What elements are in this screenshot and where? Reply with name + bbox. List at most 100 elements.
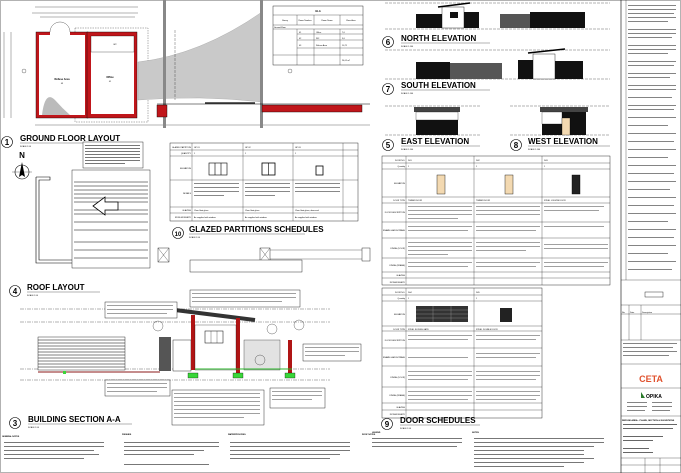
- svg-text:REFUSE AREA - PLANS, SECTION &: REFUSE AREA - PLANS, SECTION & ELEVATION…: [622, 419, 675, 422]
- svg-text:Clear float glass: Clear float glass: [194, 209, 208, 212]
- door-elevation-d01: [436, 174, 446, 195]
- svg-text:TIMBER DOOR: TIMBER DOOR: [476, 200, 491, 202]
- svg-text:DOOR DESCRIPTION: DOOR DESCRIPTION: [385, 212, 406, 214]
- partition-plan-detail: [157, 247, 371, 273]
- svg-text:Floor Area: Floor Area: [346, 19, 356, 22]
- roof-layout: [35, 169, 151, 269]
- door-elevation-d03: [571, 174, 581, 195]
- view-title-doors: 9 DOOR SCHEDULES SCALE 1:50: [381, 416, 480, 430]
- svg-text:03: 03: [61, 83, 64, 85]
- title-block: No. Date Description CETA OPIKA REFUSE A…: [620, 0, 681, 473]
- svg-text:DOOR TYPE: DOOR TYPE: [393, 329, 405, 331]
- svg-text:1: 1: [476, 166, 478, 168]
- glazed-partitions-schedule: GLAZED PARTITION QUANTITY ELEVATION DETA…: [169, 142, 359, 222]
- svg-text:10,71: 10,71: [342, 45, 348, 47]
- svg-text:STEEL DOUBLE DOOR: STEEL DOUBLE DOOR: [476, 329, 498, 331]
- building-section: [20, 289, 362, 426]
- svg-text:FRAME & ARCHITRAVE: FRAME & ARCHITRAVE: [383, 356, 406, 359]
- svg-text:Date: Date: [630, 311, 635, 314]
- svg-text:SCALE 1:50: SCALE 1:50: [27, 294, 39, 297]
- fall-direction-arrow-icon: [92, 196, 119, 216]
- svg-text:ELEVATION: ELEVATION: [180, 167, 191, 170]
- svg-text:GP 02: GP 02: [245, 147, 252, 149]
- svg-text:1: 1: [476, 298, 478, 300]
- ground-floor-plan: Refuse Area 03 Office 01 WC: [3, 0, 370, 128]
- view-title-west: 8 WEST ELEVATION SCALE 1:100: [510, 137, 610, 151]
- svg-text:8: 8: [514, 141, 519, 150]
- south-elevation: [385, 48, 610, 80]
- svg-text:As supplied with window: As supplied with window: [295, 216, 317, 219]
- section-marker-icon: [287, 68, 293, 74]
- svg-text:As supplied with window: As supplied with window: [194, 216, 216, 219]
- svg-text:No.: No.: [622, 312, 626, 314]
- svg-text:SCALE 1:50: SCALE 1:50: [20, 145, 32, 148]
- gla-table: GLA Storey Room Number Room Name Floor A…: [272, 5, 364, 66]
- svg-text:GLAZING: GLAZING: [182, 209, 191, 212]
- svg-text:7,6: 7,6: [342, 32, 346, 34]
- svg-text:10: 10: [175, 232, 182, 238]
- room-label: WC: [113, 44, 117, 46]
- svg-text:EAST ELEVATION: EAST ELEVATION: [401, 137, 469, 146]
- svg-text:NORTH ELEVATION: NORTH ELEVATION: [401, 34, 476, 43]
- svg-text:Room Name: Room Name: [321, 20, 333, 22]
- svg-text:ELEVATION: ELEVATION: [394, 182, 405, 185]
- svg-text:ELEVATION: ELEVATION: [394, 313, 405, 316]
- svg-text:Ground Floor: Ground Floor: [274, 27, 286, 29]
- svg-text:FRAME & ARCHITRAVE: FRAME & ARCHITRAVE: [383, 229, 406, 232]
- svg-text:WEST ELEVATION: WEST ELEVATION: [528, 137, 598, 146]
- svg-text:DOOR NO.: DOOR NO.: [395, 160, 406, 162]
- room-label: Refuse Area: [54, 77, 70, 81]
- svg-text:1: 1: [295, 153, 297, 155]
- svg-text:FINISH (FRAME): FINISH (FRAME): [390, 264, 406, 267]
- svg-text:GLAZING: GLAZING: [396, 406, 405, 409]
- view-title-section: 3 BUILDING SECTION A-A SCALE 1:50: [9, 415, 132, 429]
- svg-text:Clear float glass: Clear float glass: [245, 209, 259, 212]
- svg-text:SCALE 1:50: SCALE 1:50: [400, 427, 412, 430]
- svg-text:SCALE 1:50: SCALE 1:50: [28, 426, 40, 429]
- svg-text:Quantity: Quantity: [398, 165, 405, 168]
- svg-text:DOOR SCHEDULES: DOOR SCHEDULES: [400, 416, 476, 425]
- view-title-south: 7 SOUTH ELEVATION SCALE 1:100: [382, 81, 490, 95]
- door-elevation-d04: [416, 306, 468, 322]
- svg-text:Storey: Storey: [282, 19, 288, 22]
- svg-text:1: 1: [194, 153, 196, 155]
- svg-text:STEEL SLIDING GATE: STEEL SLIDING GATE: [408, 328, 429, 331]
- svg-text:IRON-MONGERY: IRON-MONGERY: [175, 217, 192, 219]
- svg-text:GP 01: GP 01: [194, 147, 201, 149]
- svg-text:SCALE 1:50: SCALE 1:50: [189, 236, 201, 239]
- svg-text:SCALE 1:100: SCALE 1:100: [401, 45, 414, 48]
- consultant-logo: OPIKA: [646, 394, 662, 400]
- svg-text:ROOF NOTES: ROOF NOTES: [362, 434, 376, 436]
- svg-text:SCALE 1:100: SCALE 1:100: [401, 92, 414, 95]
- svg-text:WC: WC: [316, 38, 320, 40]
- svg-text:NOTES: NOTES: [472, 432, 480, 434]
- north-elevation: [385, 2, 610, 30]
- room-label: Office: [106, 75, 114, 79]
- svg-text:GP 03: GP 03: [295, 147, 302, 149]
- key-plan: [644, 291, 664, 298]
- general-notes: GENERAL NOTES FINISHES WATERPROOFING ROO…: [2, 432, 604, 467]
- client-logo: CETA: [639, 374, 663, 384]
- svg-text:FINISHES: FINISHES: [122, 434, 132, 436]
- svg-text:BUILDING SECTION A-A: BUILDING SECTION A-A: [28, 415, 121, 424]
- consultant-logo-icon: [641, 392, 645, 398]
- svg-text:24,01 m²: 24,01 m²: [342, 59, 350, 62]
- svg-text:D01: D01: [408, 160, 413, 162]
- svg-text:D05: D05: [476, 292, 481, 294]
- svg-text:DOOR DESCRIPTION: DOOR DESCRIPTION: [385, 340, 406, 342]
- door-schedule-b: DOOR NO. Quantity ELEVATION DOOR TYPE DO…: [381, 287, 543, 419]
- door-elevation-d02: [504, 174, 514, 195]
- shade-net-hatch: [137, 11, 263, 103]
- svg-text:STEEL LOUVRE DOOR: STEEL LOUVRE DOOR: [544, 200, 566, 202]
- svg-text:5,6: 5,6: [342, 38, 346, 40]
- view-title-east: 5 EAST ELEVATION SCALE 1:100: [382, 137, 480, 151]
- svg-text:GROUND FLOOR LAYOUT: GROUND FLOOR LAYOUT: [20, 134, 120, 143]
- svg-text:02: 02: [299, 38, 302, 40]
- svg-text:SOUTH ELEVATION: SOUTH ELEVATION: [401, 81, 476, 90]
- svg-text:LEGEND: LEGEND: [372, 432, 381, 434]
- svg-text:Quantity: Quantity: [398, 297, 405, 300]
- svg-text:QUANTITY: QUANTITY: [181, 152, 192, 155]
- svg-text:DETAILS: DETAILS: [183, 192, 192, 195]
- svg-text:GLA: GLA: [315, 9, 321, 13]
